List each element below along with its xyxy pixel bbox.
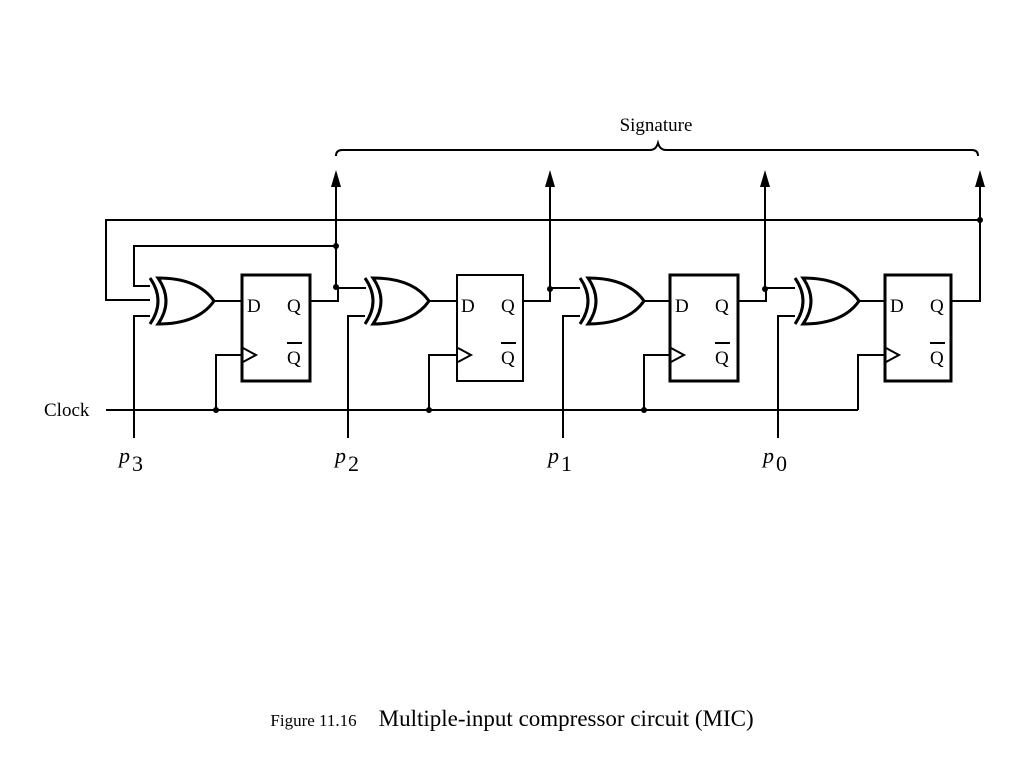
stage-0: D Q Q [133, 170, 366, 438]
input-label-p0: p0 [761, 443, 787, 476]
xor-input-arc [793, 277, 805, 325]
xor-gate [585, 276, 646, 326]
q-label: Q [715, 296, 729, 317]
d-label: D [247, 296, 261, 317]
stage-2: D Q Q [562, 170, 795, 438]
input-wire [562, 315, 580, 438]
q-output-wire [310, 287, 366, 302]
signature-brace [335, 139, 979, 157]
input-wire [347, 315, 365, 438]
clock-branch [428, 354, 458, 410]
stage-1: D Q Q [347, 170, 580, 438]
clock-branch [857, 354, 886, 410]
input-wire [777, 315, 795, 438]
figure-title: Multiple-input compressor circuit (MIC) [378, 706, 754, 731]
q-output-wire [738, 287, 795, 302]
qbar-label: Q [287, 348, 301, 369]
q-label: Q [501, 296, 515, 317]
signature-arrow [331, 170, 341, 187]
q-output-wire [951, 186, 981, 302]
input-label-p1: p1 [546, 443, 572, 476]
q-label: Q [930, 296, 944, 317]
d-flipflop [456, 274, 524, 382]
clock-branch [643, 354, 671, 410]
figure-caption: Figure 11.16 Multiple-input compressor ci… [0, 706, 1024, 732]
d-label: D [461, 296, 475, 317]
stage-feedback-wire [133, 245, 336, 287]
clock-triangle [670, 347, 687, 363]
figure-number: Figure 11.16 [270, 711, 357, 730]
q-output-wire [523, 287, 580, 302]
xor-gate [155, 276, 216, 326]
d-label: D [890, 296, 904, 317]
stage-3: D Q Q [777, 170, 985, 438]
input-label-p2: p2 [333, 443, 359, 476]
signature-arrow [975, 170, 985, 187]
xor-gate [800, 276, 861, 326]
feedback-wire [105, 219, 980, 301]
clock-junction [641, 407, 647, 413]
input-label-p3: p3 [117, 443, 143, 476]
signature-arrow [545, 170, 555, 187]
clock-label: Clock [44, 400, 90, 421]
qbar-label: Q [715, 348, 729, 369]
d-flipflop [668, 273, 740, 383]
clock-junction [426, 407, 432, 413]
clock-triangle [885, 347, 902, 363]
q-label: Q [287, 296, 301, 317]
d-label: D [675, 296, 689, 317]
clock-triangle [457, 347, 474, 363]
xor-input-arc [148, 277, 160, 325]
qbar-label: Q [501, 348, 515, 369]
d-flipflop [240, 273, 312, 383]
qbar-label: Q [930, 348, 944, 369]
signature-arrow [760, 170, 770, 187]
xor-gate [370, 276, 431, 326]
clock-junction [213, 407, 219, 413]
clock-triangle [242, 347, 259, 363]
signature-label: Signature [620, 115, 693, 136]
xor-input-arc [578, 277, 590, 325]
input-wire [133, 315, 150, 438]
d-flipflop [883, 273, 953, 383]
clock-branch [215, 354, 243, 410]
xor-input-arc [363, 277, 375, 325]
